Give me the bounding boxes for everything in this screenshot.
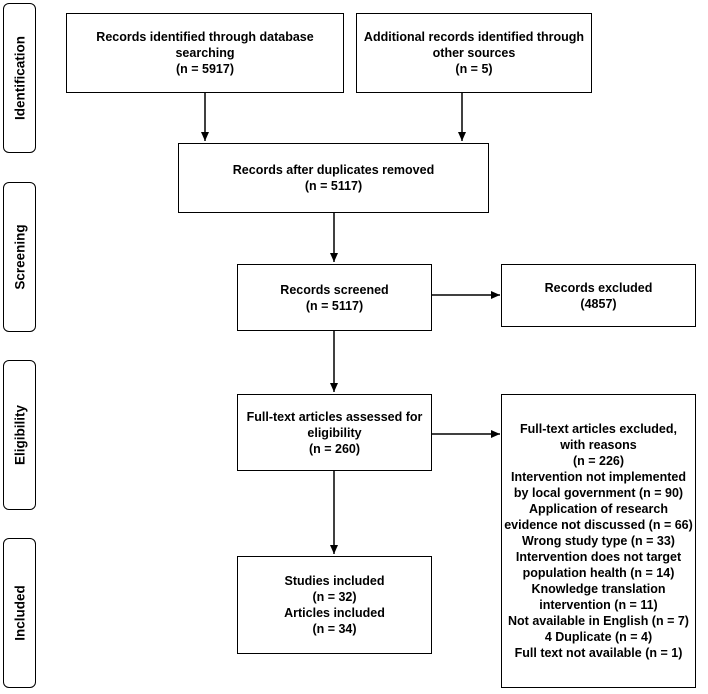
box-after-duplicates: Records after duplicates removed (n = 51… bbox=[178, 143, 489, 213]
box-other-sources: Additional records identified through ot… bbox=[356, 13, 592, 93]
box-records-excluded: Records excluded (4857) bbox=[501, 264, 696, 327]
box-database-search: Records identified through database sear… bbox=[66, 13, 344, 93]
phase-identification: Identification bbox=[3, 3, 36, 153]
box-fulltext-assessed: Full-text articles assessed for eligibil… bbox=[237, 394, 432, 471]
phase-screening: Screening bbox=[3, 182, 36, 332]
phase-eligibility: Eligibility bbox=[3, 360, 36, 510]
box-fulltext-excluded: Full-text articles excluded, with reason… bbox=[501, 394, 696, 688]
phase-included: Included bbox=[3, 538, 36, 688]
box-records-screened: Records screened (n = 5117) bbox=[237, 264, 432, 331]
box-included: Studies included (n = 32) Articles inclu… bbox=[237, 556, 432, 654]
